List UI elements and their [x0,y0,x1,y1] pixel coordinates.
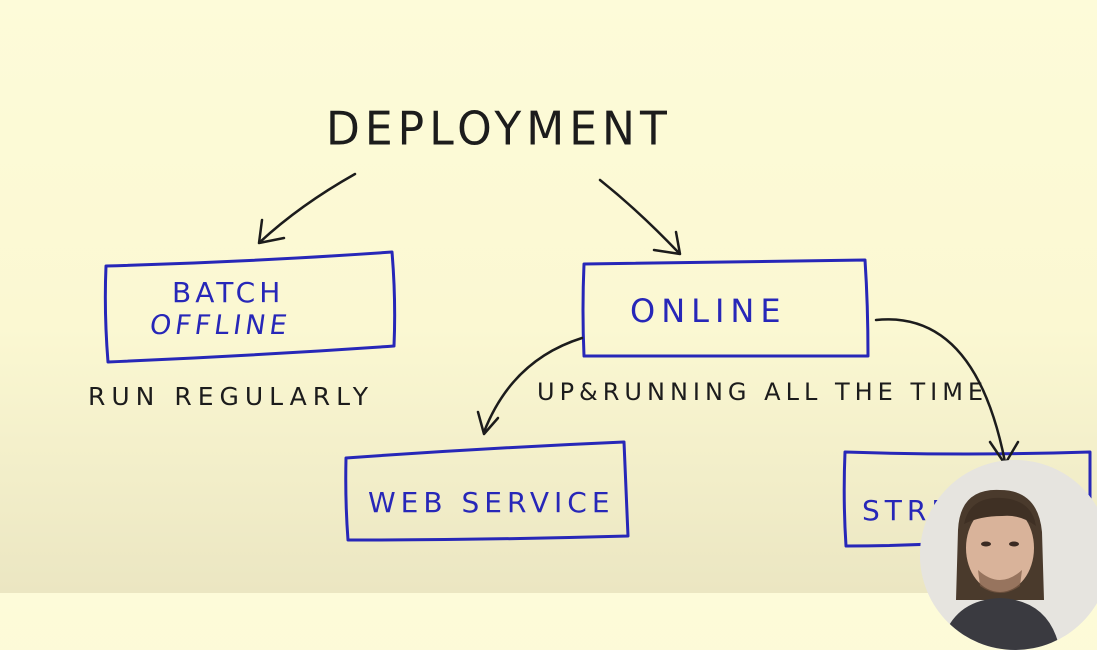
arrow-to-batch-head [257,218,286,245]
online-label: ONLINE [630,292,787,330]
batch-label: BATCH [172,276,285,309]
arrow-to-online [598,178,680,254]
online-box [581,258,870,358]
arrow-to-web-service-head [476,410,500,436]
web-service-box [344,440,630,542]
arrow-to-streaming [874,318,1007,464]
diagram-strokes [103,172,1092,548]
batch-note: RUN REGULARLY [88,382,375,411]
web-service-label: WEB SERVICE [368,486,615,519]
presenter-webcam-icon [920,460,1097,650]
diagram-title: DEPLOYMENT [326,102,672,157]
whiteboard-canvas: DEPLOYMENT BATCH OFFLINE RUN REGULARLY O… [88,102,1097,650]
arrow-to-web-service [482,336,584,434]
offline-label: OFFLINE [147,310,293,341]
batch-box [103,250,397,364]
presenter-figure [920,460,1097,650]
arrow-to-online-head [652,230,682,256]
online-note: UP&RUNNING ALL THE TIME [537,378,989,406]
arrow-to-batch [258,172,357,244]
